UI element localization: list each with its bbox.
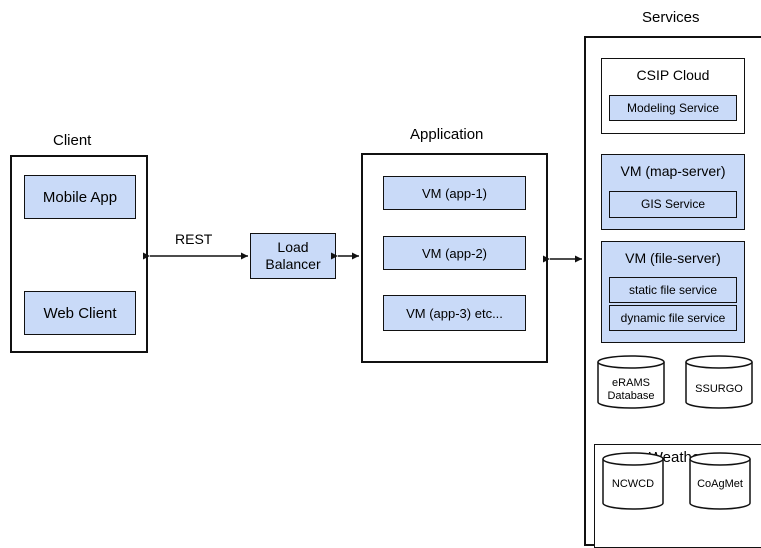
web-client-box: Web Client xyxy=(24,291,136,335)
coagmet-database-cylinder xyxy=(689,452,751,510)
csip-cloud-frame: CSIP Cloud Modeling Service xyxy=(601,58,745,134)
csip-cloud-title: CSIP Cloud xyxy=(636,67,710,83)
vm-app-2-box: VM (app-2) xyxy=(383,236,526,270)
mobile-app-box: Mobile App xyxy=(24,175,136,219)
vm-app-1-box: VM (app-1) xyxy=(383,176,526,210)
ssurgo-database-cylinder xyxy=(685,355,753,409)
map-server-group: VM (map-server) GIS Service xyxy=(601,154,745,230)
file-server-title: VM (file-server) xyxy=(625,250,721,266)
static-file-service-box: static file service xyxy=(609,277,737,303)
ncwcd-database-cylinder xyxy=(602,452,664,510)
map-server-title: VM (map-server) xyxy=(620,163,726,179)
dynamic-file-service-box: dynamic file service xyxy=(609,305,737,331)
file-server-group: VM (file-server) static file service dyn… xyxy=(601,241,745,343)
ncwcd-database-label: NCWCD xyxy=(611,478,655,490)
vm-app-3-box: VM (app-3) etc... xyxy=(383,295,526,331)
erams-database-cylinder xyxy=(597,355,665,409)
modeling-service-box: Modeling Service xyxy=(609,95,737,121)
services-title: Services xyxy=(642,9,700,26)
rest-label: REST xyxy=(175,231,213,247)
application-frame: VM (app-1) VM (app-2) VM (app-3) etc... xyxy=(361,153,548,363)
gis-service-box: GIS Service xyxy=(609,191,737,218)
diagram-connectors xyxy=(143,252,753,510)
client-title: Client xyxy=(53,132,92,149)
erams-database-label: eRAMS Database xyxy=(607,377,655,402)
application-title: Application xyxy=(410,126,484,143)
coagmet-database-label: CoAgMet xyxy=(697,478,743,490)
ssurgo-database-label: SSURGO xyxy=(695,383,743,395)
load-balancer-box: Load Balancer xyxy=(250,233,336,279)
